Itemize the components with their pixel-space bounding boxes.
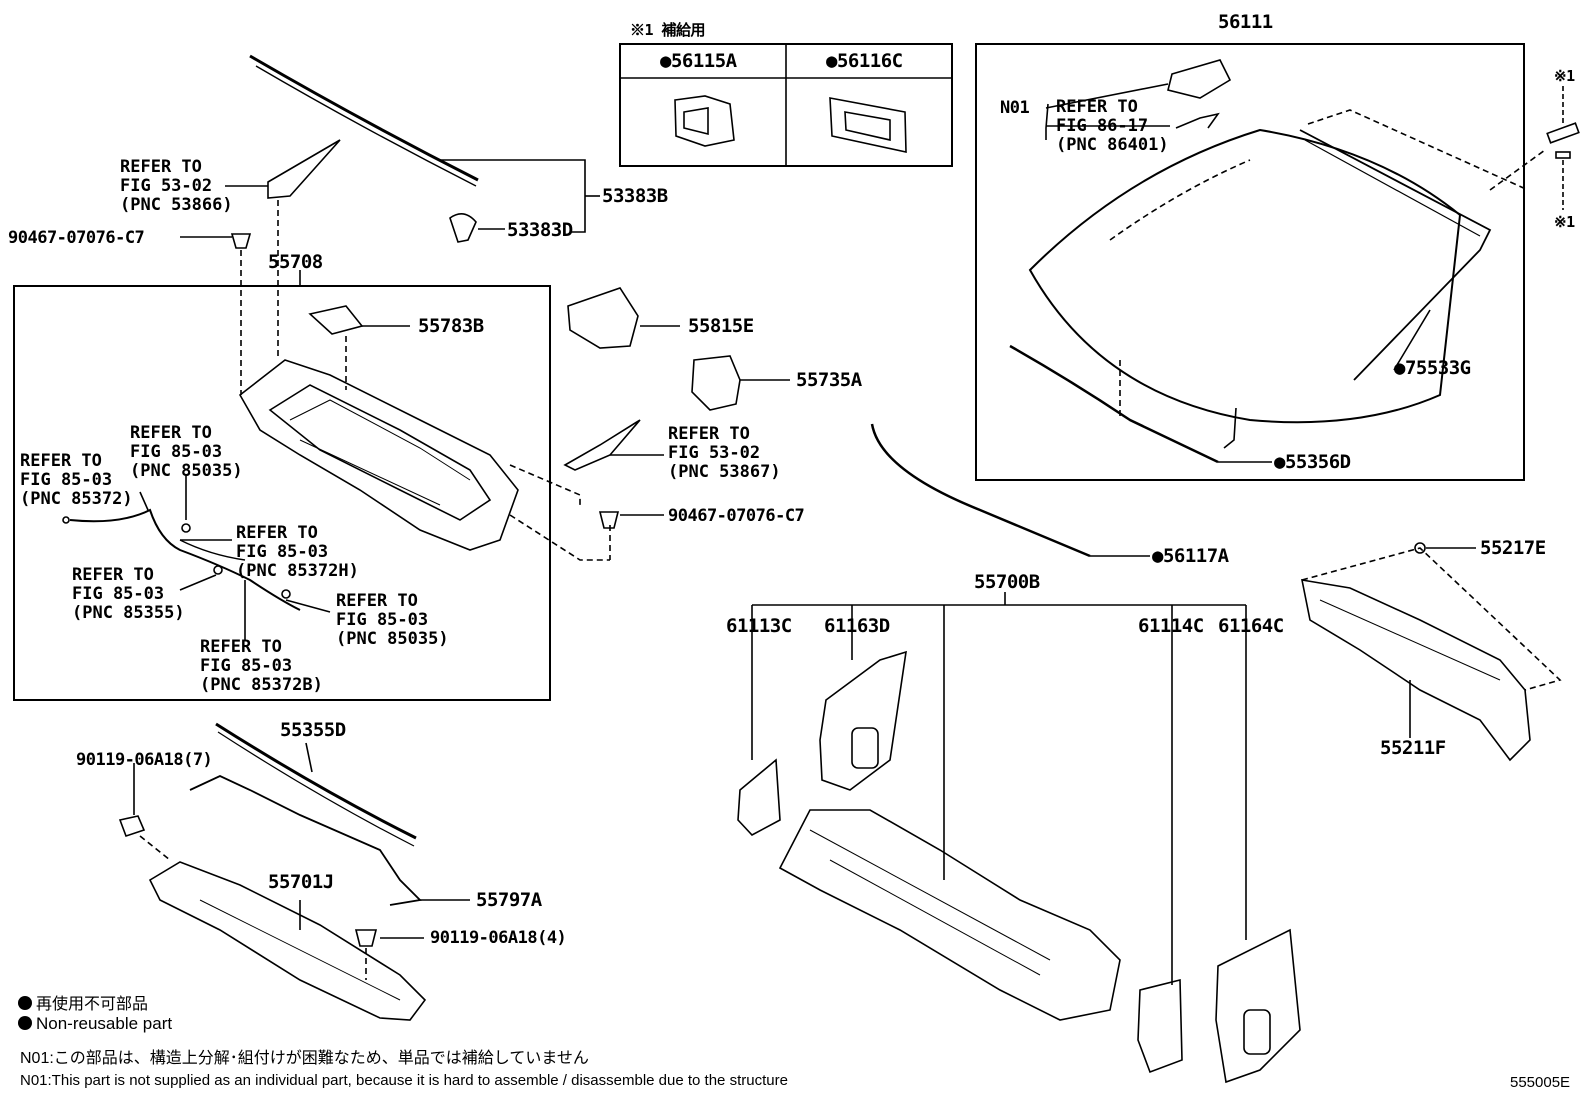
- note-jp: N01:この部品は、構造上分解･組付けが困難なため、単品では補給していません: [20, 1050, 589, 1067]
- figure-id: 555005E: [1510, 1074, 1571, 1091]
- part-label-90467-left: 90467-07076-C7: [8, 228, 145, 248]
- part-label-61113C: 61113C: [726, 615, 792, 637]
- refer-85035-a: REFER TO FIG 85-03 (PNC 85035): [130, 423, 243, 481]
- refer-53866: REFER TO FIG 53-02 (PNC 53866): [120, 157, 233, 215]
- legend-jp: 再使用不可部品: [18, 990, 148, 1014]
- part-label-55355D: 55355D: [280, 719, 346, 741]
- legend-jp-text: 再使用不可部品: [36, 996, 149, 1013]
- part-label-55797A: 55797A: [476, 889, 542, 911]
- part-label-90119-4: 90119-06A18(4): [430, 928, 567, 948]
- part-label-90467-right: 90467-07076-C7: [668, 506, 805, 526]
- part-label-56111: 56111: [1218, 11, 1273, 33]
- part-label-61164C: 61164C: [1218, 615, 1284, 637]
- refer-86401: REFER TO FIG 86-17 (PNC 86401): [1056, 97, 1169, 155]
- refer-53867: REFER TO FIG 53-02 (PNC 53867): [668, 424, 781, 482]
- part-label-55735A: 55735A: [796, 369, 862, 391]
- part-label-55815E: 55815E: [688, 315, 754, 337]
- star-mark-bottom: ※1: [1554, 213, 1575, 231]
- part-label-75533G: ●75533G: [1394, 357, 1471, 379]
- refer-85355: REFER TO FIG 85-03 (PNC 85355): [72, 565, 185, 623]
- refer-85372B: REFER TO FIG 85-03 (PNC 85372B): [200, 637, 323, 695]
- refer-85035-b: REFER TO FIG 85-03 (PNC 85035): [336, 591, 449, 649]
- part-label-55701J: 55701J: [268, 871, 334, 893]
- part-label-90119-7: 90119-06A18(7): [76, 750, 213, 770]
- part-label-61114C: 61114C: [1138, 615, 1204, 637]
- part-label-55217E: 55217E: [1480, 537, 1546, 559]
- part-label-53383D: 53383D: [507, 219, 573, 241]
- part-label-55211F: 55211F: [1380, 737, 1446, 759]
- part-label-55783B: 55783B: [418, 315, 484, 337]
- supply-note: ※1 補給用: [630, 21, 706, 39]
- non-reusable-dot-icon: [18, 1016, 32, 1030]
- part-label-56117A: ●56117A: [1152, 545, 1229, 567]
- legend-en-text: Non-reusable part: [36, 1014, 173, 1033]
- part-label-55700B: 55700B: [974, 571, 1040, 593]
- refer-85372: REFER TO FIG 85-03 (PNC 85372): [20, 451, 133, 509]
- note-en: N01:This part is not supplied as an indi…: [20, 1072, 788, 1089]
- star-mark-top: ※1: [1554, 67, 1575, 85]
- part-label-n01: N01: [1000, 98, 1030, 118]
- non-reusable-dot-icon: [18, 996, 32, 1010]
- refer-85372H: REFER TO FIG 85-03 (PNC 85372H): [236, 523, 359, 581]
- part-label-55356D: ●55356D: [1274, 451, 1351, 473]
- part-label-61163D: 61163D: [824, 615, 890, 637]
- part-label-55708: 55708: [268, 251, 323, 273]
- legend-en: Non-reusable part: [18, 1014, 172, 1034]
- part-label-53383B: 53383B: [602, 185, 668, 207]
- supply-part-56115A: ●56115A: [660, 50, 737, 72]
- supply-part-56116C: ●56116C: [826, 50, 903, 72]
